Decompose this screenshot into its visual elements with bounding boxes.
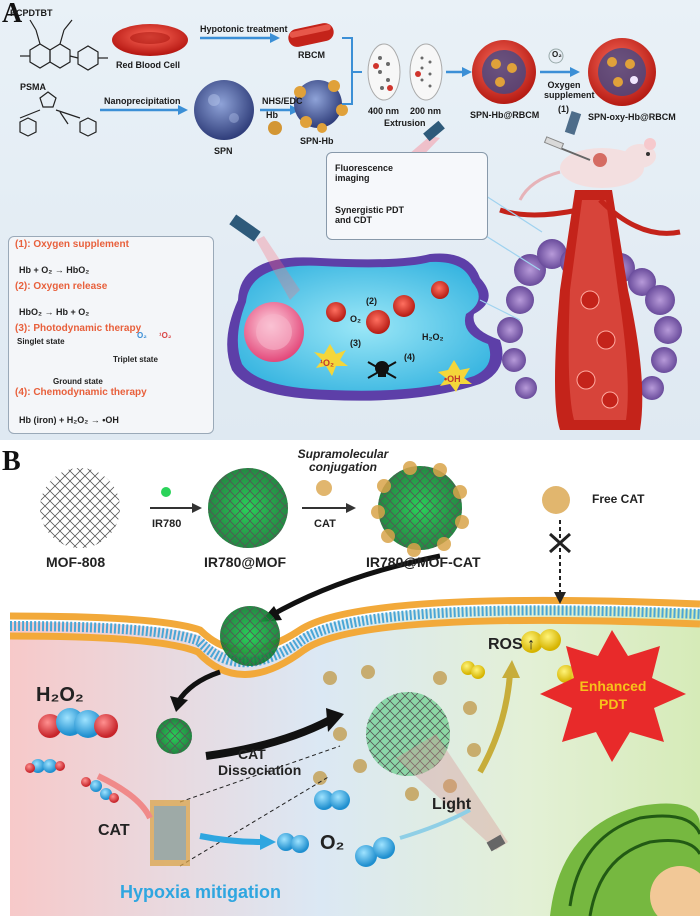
legend-4-eq: Hb (iron) + H₂O₂ → •OH [19, 415, 119, 425]
legend-3-o2s: ¹O₂ [159, 331, 172, 340]
cell-oh: •OH [444, 374, 461, 384]
cat-dissociation-label-2: Dissociation [218, 762, 302, 778]
enhanced-label-2: PDT [599, 696, 627, 712]
legend-3-o2: O₂ [137, 331, 147, 340]
ir780-mof-cat-particle [371, 461, 469, 557]
panel-a-illustration [16, 19, 682, 430]
legend-4-head: (4): Chemodynamic therapy [15, 387, 147, 398]
o2-label: O₂ [320, 832, 345, 854]
legend-2-head: (2): Oxygen release [15, 281, 108, 292]
cat-enzyme-cluster [150, 800, 190, 866]
mof-808-label: MOF-808 [46, 554, 106, 570]
panel-b: B [0, 446, 700, 916]
ir780-mof-cat-label: IR780@MOF-CAT [366, 554, 481, 570]
rbc-label: Red Blood Cell [116, 60, 181, 70]
ros-molecules [461, 629, 589, 685]
ir780-mof-label: IR780@MOF [204, 554, 287, 570]
mof-808-structure [40, 468, 120, 548]
supramolecular-label: Supramolecular conjugation [297, 447, 389, 474]
ros-label: ROS ↑ [488, 636, 536, 653]
mouse-illustration [518, 138, 656, 201]
cell-singlet-o2: ¹O₂ [320, 358, 334, 368]
legend-1-head: (1): Oxygen supplement [15, 239, 129, 250]
rbcm-label: RBCM [298, 50, 325, 60]
extrusion-membranes [367, 43, 443, 101]
spn-label: SPN [214, 146, 233, 156]
o2-molecules [277, 790, 395, 867]
panel-b-letter: B [2, 446, 21, 477]
nhs-label: NHS/EDC [262, 96, 303, 106]
therapy-callout: Fluorescence imaging Synergistic PDT and… [326, 152, 488, 240]
oxygen-bubble [548, 48, 564, 64]
rbcm-membrane [288, 23, 334, 47]
pore-400-label: 400 nm [368, 106, 400, 116]
cell-step-3: (3) [350, 338, 361, 348]
tumor-vessel [497, 190, 682, 430]
panel-a-letter: A [2, 0, 23, 29]
cell-step-2: (2) [366, 296, 377, 306]
hypoxia-mitigation-label: Hypoxia mitigation [120, 882, 282, 902]
o2-small-label: O₂ [552, 50, 562, 59]
step1-label: (1) [558, 104, 569, 114]
h2o2-label: H₂O₂ [36, 684, 84, 706]
cell-h2o2: H₂O₂ [422, 332, 444, 342]
h2o2-molecule [38, 708, 118, 738]
spn-hb-rbcm-particle [472, 40, 536, 104]
extrusion-label: Extrusion [384, 118, 426, 128]
free-cat-label: Free CAT [592, 492, 645, 506]
enhanced-pdt-burst [540, 630, 686, 762]
ir780-arrow-label: IR780 [152, 518, 182, 530]
hb-molecule [268, 121, 282, 135]
spn-oxy-hb-rbcm-particle [588, 38, 656, 106]
spn-hb-label: SPN-Hb [300, 136, 334, 146]
spn-oxy-label: SPN-oxy-Hb@RBCM [588, 112, 676, 122]
enhanced-label-1: Enhanced [579, 678, 647, 694]
cat-arrow-label: CAT [314, 518, 336, 530]
spn-nanoparticle [194, 80, 254, 140]
pcpdtbt-structure [20, 19, 108, 71]
cell-step-4: (4) [404, 352, 415, 362]
mitochondria [550, 803, 700, 916]
synergistic-label: Synergistic PDT and CDT [335, 205, 405, 225]
legend-3-triplet: Triplet state [113, 355, 158, 364]
legend-3-head: (3): Photodynamic therapy [15, 323, 142, 334]
psma-label: PSMA [20, 82, 47, 92]
legend-1-eq: Hb + O₂ → HbO₂ [19, 265, 90, 275]
nanoprecipitation-label: Nanoprecipitation [104, 96, 181, 106]
hb-label: Hb [266, 110, 278, 120]
cat-enzyme-icon [316, 480, 332, 496]
legend-3-singlet: Singlet state [17, 337, 65, 346]
panel-b-illustration [9, 461, 700, 916]
legend-3-ground: Ground state [53, 377, 103, 386]
pcpdtbt-label: PCPDTBT [10, 8, 53, 18]
legend-2-eq: HbO₂ → Hb + O₂ [19, 307, 90, 317]
cell-o2: O₂ [350, 314, 361, 324]
cat-dissociation-label-1: CAT [238, 746, 266, 762]
free-cat-enzyme [542, 486, 570, 514]
hypotonic-label: Hypotonic treatment [200, 24, 288, 34]
fluorescence-imaging-label: Fluorescence imaging [335, 163, 394, 183]
mechanism-legend: (1): Oxygen supplement Hb + O₂ → HbO₂ (2… [8, 236, 214, 434]
ir780-mof-particle [208, 468, 288, 548]
pore-200-label: 200 nm [410, 106, 442, 116]
light-label: Light [432, 796, 472, 813]
spn-hb-rbcm-label: SPN-Hb@RBCM [470, 110, 540, 120]
spn-hb-nanoparticle [294, 80, 348, 133]
psma-structure [19, 91, 97, 137]
panel-a: A [0, 0, 700, 440]
cat-label: CAT [98, 822, 130, 839]
tumor-cell [227, 214, 503, 401]
oxygen-supplement-step-label: Oxygen supplement [544, 80, 595, 100]
ir780-dye [161, 487, 171, 497]
